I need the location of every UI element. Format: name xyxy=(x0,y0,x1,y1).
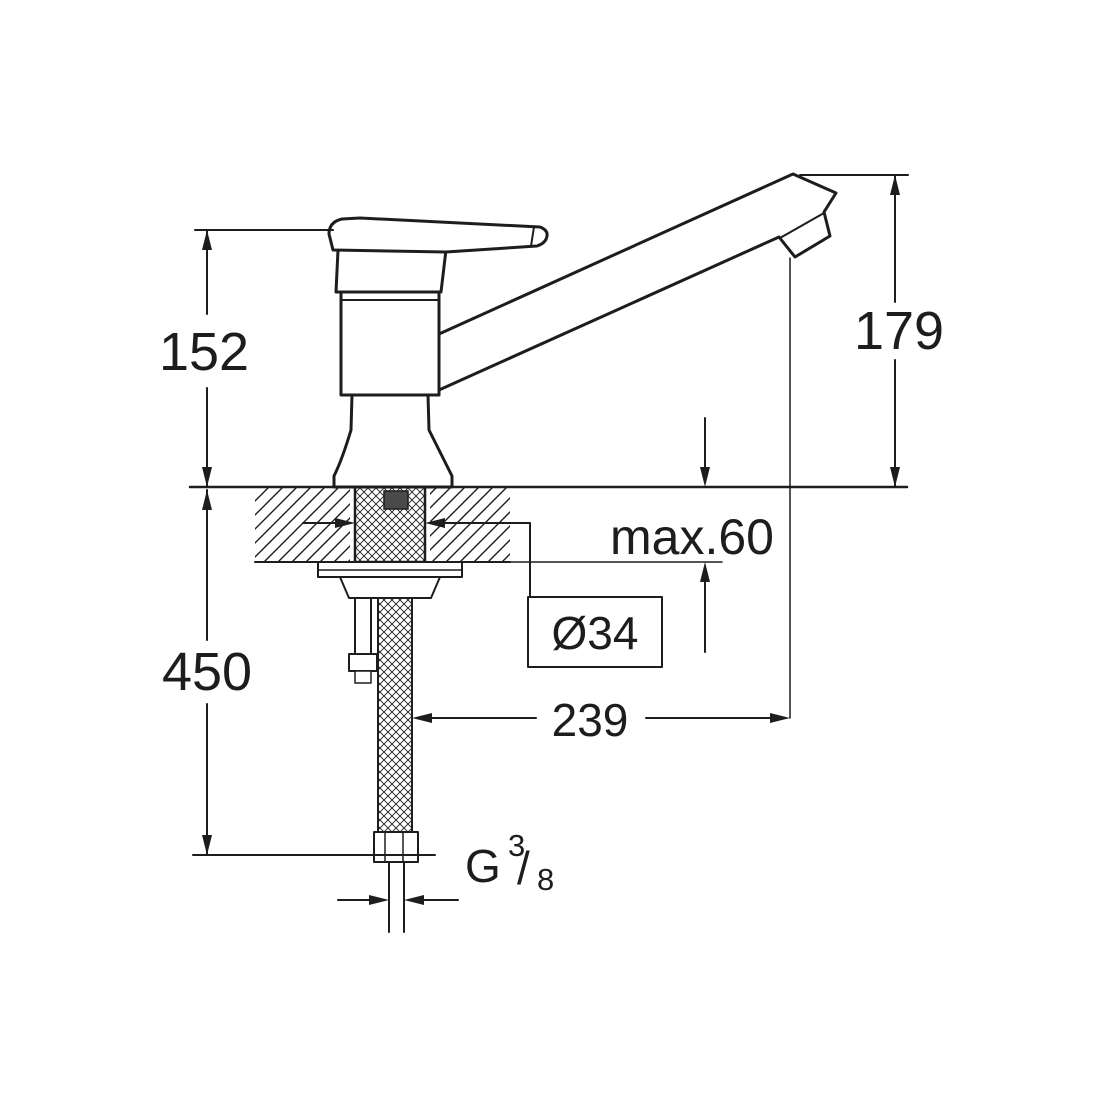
dim-239-label: 239 xyxy=(552,694,629,746)
faucet-lever-handle xyxy=(327,216,549,254)
faucet-spout xyxy=(437,172,838,392)
thread-denominator-label: 8 xyxy=(537,862,554,897)
arrow-up-icon xyxy=(700,562,710,582)
thread-numerator-label: 3 xyxy=(508,828,525,863)
handle-dome xyxy=(334,248,448,294)
dim-thread-size: G 3 / 8 xyxy=(337,828,554,905)
arrow-up-icon xyxy=(202,490,212,510)
arrow-right-icon xyxy=(369,895,389,905)
arrow-right-icon xyxy=(770,713,790,723)
arrow-up-icon xyxy=(202,230,212,250)
dim-179-label: 179 xyxy=(854,301,944,361)
aerator-seam-line xyxy=(779,212,825,239)
dim-152-label: 152 xyxy=(159,322,249,382)
arrow-down-icon xyxy=(700,467,710,487)
braided-hose xyxy=(377,597,413,833)
label-box xyxy=(527,596,663,668)
arrow-down-icon xyxy=(202,467,212,487)
dim-spout-reach: 239 xyxy=(412,257,791,746)
hose-fitting xyxy=(383,490,409,510)
mounting-nut xyxy=(339,576,441,599)
faucet-body xyxy=(339,288,441,397)
lever-tip-line xyxy=(530,226,535,247)
dim-max60-label: max.60 xyxy=(610,509,774,565)
dim-max-deck-thickness: max.60 xyxy=(509,417,774,653)
arrow-left-icon xyxy=(412,713,432,723)
thread-slash-label: / xyxy=(517,842,530,894)
dim-spout-height: 179 xyxy=(799,174,944,488)
faucet-base xyxy=(332,393,454,489)
supply-hose xyxy=(373,597,419,933)
thread-prefix-label: G xyxy=(465,840,501,892)
dim-height-above-deck: 152 xyxy=(159,229,334,488)
hose-connector-nut xyxy=(373,831,419,863)
arrow-up-icon xyxy=(890,175,900,195)
stud-tip xyxy=(354,670,372,684)
dim-hole-diameter: Ø34 xyxy=(302,518,663,668)
dim-dia34-label: Ø34 xyxy=(552,607,639,659)
dim-450-label: 450 xyxy=(162,642,252,702)
arrow-left-icon xyxy=(425,518,445,528)
arrow-down-icon xyxy=(202,835,212,855)
stud-nut xyxy=(348,653,378,672)
arrow-down-icon xyxy=(890,467,900,487)
mounting-hardware xyxy=(317,485,463,684)
arrow-left-icon xyxy=(404,895,424,905)
dim-depth-below-deck: 450 xyxy=(162,489,436,856)
faucet xyxy=(327,172,838,489)
mounting-stud xyxy=(354,597,372,655)
arrow-right-icon xyxy=(335,518,355,528)
